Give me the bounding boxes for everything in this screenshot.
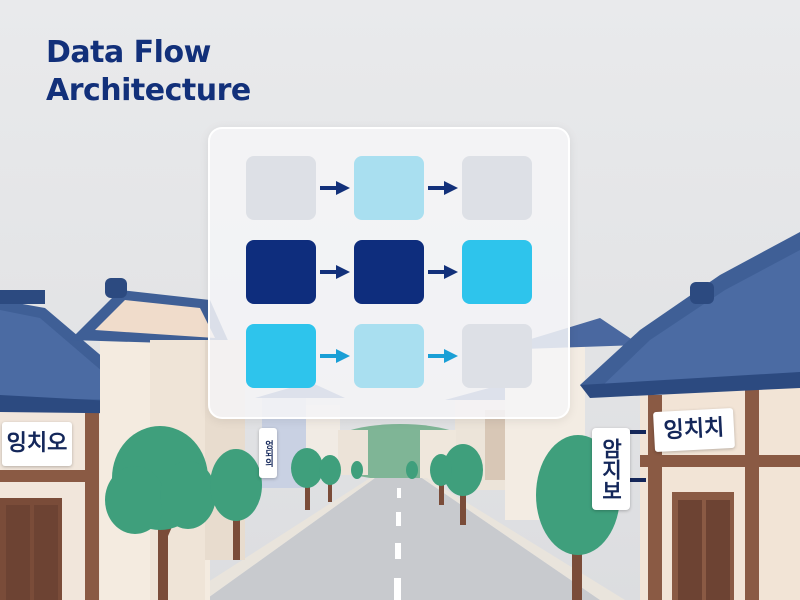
flow-diagram-panel xyxy=(208,127,570,419)
arrow-r2-1 xyxy=(320,265,350,279)
shop-sign-right: 잉치치 xyxy=(653,407,735,453)
arrow-r3-1 xyxy=(320,349,350,363)
node-r1-c2 xyxy=(354,156,424,220)
page-title: Data Flow Architecture xyxy=(46,34,251,110)
arrow-r2-2 xyxy=(428,265,458,279)
title-line-1: Data Flow xyxy=(46,35,211,70)
node-r3-c2 xyxy=(354,324,424,388)
shop-sign-left: 잉치오 xyxy=(2,422,72,466)
road-markings xyxy=(394,488,401,600)
node-r1-c3 xyxy=(462,156,532,220)
trees-left xyxy=(105,426,363,600)
arrow-r3-2 xyxy=(428,349,458,363)
node-r2-c2 xyxy=(354,240,424,304)
node-r1-c1 xyxy=(246,156,316,220)
title-line-2: Architecture xyxy=(46,73,251,108)
road xyxy=(205,478,600,600)
vertical-sign-right: 암지보 xyxy=(592,428,630,510)
right-house xyxy=(580,232,800,600)
node-r3-c3 xyxy=(462,324,532,388)
arrow-r1-2 xyxy=(428,181,458,195)
node-r3-c1 xyxy=(246,324,316,388)
node-r2-c1 xyxy=(246,240,316,304)
arrow-r1-1 xyxy=(320,181,350,195)
node-r2-c3 xyxy=(462,240,532,304)
vertical-sign-small: 엉되의 xyxy=(259,428,277,478)
